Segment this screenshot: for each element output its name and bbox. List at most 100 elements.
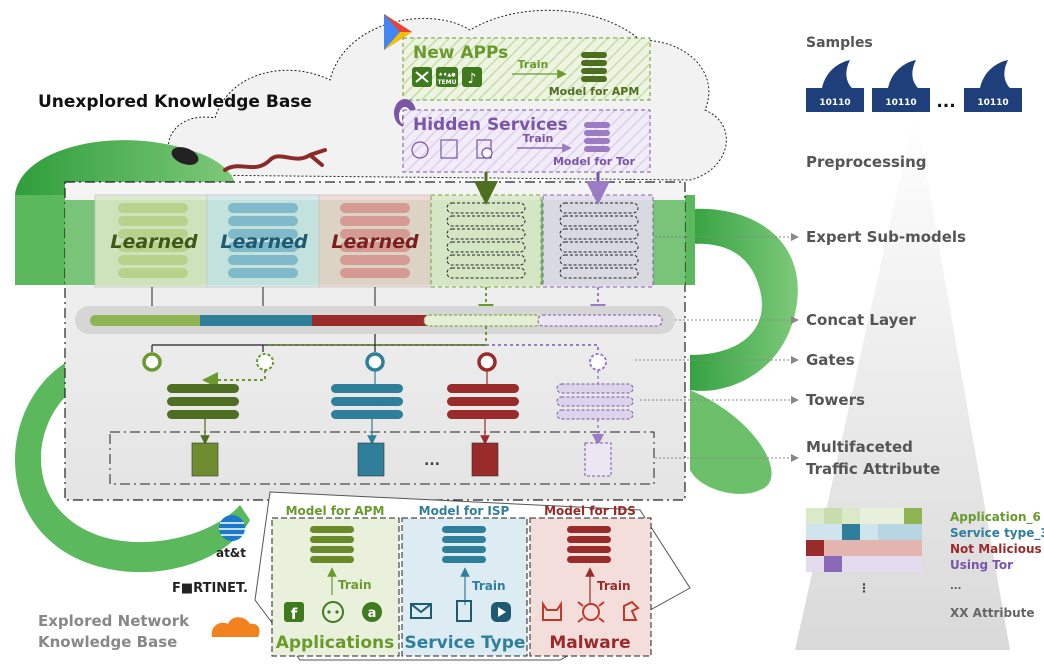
- panel-isp-title: Model for ISP: [419, 504, 510, 518]
- label-gates: Gates: [806, 351, 855, 369]
- samples-ellipsis: ...: [936, 92, 955, 112]
- reddit-eye-left: [327, 610, 331, 614]
- reddit-eye-right: [335, 610, 339, 614]
- amazon-glyph: a: [368, 606, 377, 621]
- attribute-matrix: [806, 508, 922, 620]
- attribute-matrix-ellipsis: ⋮: [858, 581, 870, 595]
- sample-packet-2: 10110: [872, 60, 930, 112]
- tower-green: [167, 384, 239, 419]
- expert-panel-tor: [542, 194, 654, 288]
- samples-title: Samples: [806, 35, 873, 51]
- panel-ids-model-stack: [567, 526, 611, 563]
- label-expert-submodels: Expert Sub-models: [806, 228, 966, 246]
- temu-icon: [436, 67, 458, 87]
- hidden-services-train: Train: [523, 132, 554, 145]
- label-multifaceted: Multifaceted: [806, 438, 913, 456]
- att-logo-text: at&t: [216, 546, 246, 560]
- learned-label-red: Learned: [331, 231, 419, 253]
- amazon-icon: [362, 602, 382, 622]
- video-icon-play: [498, 607, 506, 617]
- label-towers: Towers: [806, 391, 865, 409]
- panel-apm-train: Train: [338, 578, 372, 592]
- learned-stack-green: [118, 203, 188, 278]
- tiktok-icon: [462, 67, 482, 87]
- svg-text:10110: 10110: [819, 98, 850, 108]
- attr-label-1: Service type_3: [950, 526, 1044, 541]
- learned-label-green: Learned: [110, 231, 198, 253]
- sample-packet-3: 10110: [964, 60, 1022, 112]
- gate-green: [142, 352, 162, 372]
- panel-isp-train: Train: [472, 579, 506, 593]
- facebook-glyph: f: [291, 605, 298, 623]
- tower-teal: [331, 384, 403, 419]
- concat-seg-tor: [537, 314, 663, 327]
- expert-panel-newapp: [430, 194, 542, 288]
- snake-tongue: [223, 148, 327, 172]
- output-green: [191, 442, 219, 477]
- document-icon: [456, 600, 472, 622]
- gate-newapp: [256, 353, 274, 371]
- reddit-icon: [322, 601, 344, 623]
- svg-text:10110: 10110: [885, 98, 916, 108]
- cloudflare-logo: [211, 617, 260, 637]
- play-store-icon-part3: [384, 32, 412, 50]
- attr-label-5: XX Attribute: [950, 606, 1034, 620]
- new-apps-title: New APPs: [413, 43, 508, 63]
- snake-right-loop: [680, 208, 798, 391]
- learned-label-teal: Learned: [220, 231, 308, 253]
- malware-cat-icon: [542, 600, 562, 621]
- gate-tor: [589, 353, 607, 371]
- snake-lower-loop: [690, 390, 772, 494]
- mail-icon-flap: [410, 603, 432, 614]
- gate-red: [477, 352, 497, 372]
- explored-title-line1: Explored Network: [38, 612, 190, 630]
- concat-seg-newapp: [423, 314, 541, 327]
- att-logo-icon: [219, 515, 245, 541]
- play-store-icon-part: [384, 14, 400, 50]
- malware-bug-icon: [582, 603, 600, 621]
- play-store-icon-part2: [384, 14, 412, 32]
- facebook-icon: [284, 602, 304, 622]
- malware-bug-legs: [577, 601, 605, 623]
- hidden-services-model-stack: [584, 122, 610, 152]
- new-apps-train: Train: [518, 58, 549, 71]
- temu-icon-label-2: TEMU: [437, 79, 456, 86]
- label-concat-layer: Concat Layer: [806, 311, 917, 329]
- tower-tor: [556, 383, 634, 420]
- capcut-glyph: [415, 71, 429, 83]
- hidden-services-model-label: Model for Tor: [553, 155, 636, 168]
- panel-isp-model-stack: [442, 526, 486, 563]
- malware-horse-icon: [623, 600, 640, 621]
- learned-stack-teal: [228, 203, 298, 278]
- output-ellipsis: ...: [424, 453, 440, 469]
- svg-text:10110: 10110: [977, 98, 1008, 108]
- learned-stack-red: [340, 203, 410, 278]
- concat-seg-teal: [200, 315, 320, 326]
- output-red: [471, 442, 499, 477]
- temu-icon-label: ♠♦▲●: [438, 72, 456, 78]
- label-preprocessing: Preprocessing: [806, 153, 926, 171]
- gate-connector-tor: [486, 344, 599, 352]
- tiktok-glyph: ♪: [468, 71, 477, 87]
- output-tor: [584, 442, 612, 477]
- hidden-services-icons: [411, 139, 493, 159]
- untrained-stack-newapp: [446, 202, 526, 279]
- panel-ids-category: Malware: [549, 633, 630, 653]
- hidden-services-title: Hidden Services: [413, 115, 568, 135]
- fortinet-logo: F■RTINET.: [172, 581, 248, 596]
- panel-ids-train: Train: [597, 579, 631, 593]
- panel-isp-category: Service Type: [405, 633, 526, 653]
- snake-eye: [171, 147, 199, 165]
- attr-label-4: ...: [950, 581, 961, 592]
- att-logo-lines: [219, 522, 245, 536]
- sample-packet-1: 10110: [806, 60, 864, 112]
- output-teal: [357, 442, 385, 477]
- new-apps-model-label: Model for APM: [549, 85, 640, 98]
- unexplored-title: Unexplored Knowledge Base: [38, 92, 312, 112]
- label-traffic-attribute: Traffic Attribute: [806, 460, 940, 478]
- new-apps-model-stack: [581, 52, 607, 82]
- concat-seg-green: [90, 315, 208, 326]
- concat-seg-red: [312, 315, 432, 326]
- gate-teal: [365, 352, 385, 372]
